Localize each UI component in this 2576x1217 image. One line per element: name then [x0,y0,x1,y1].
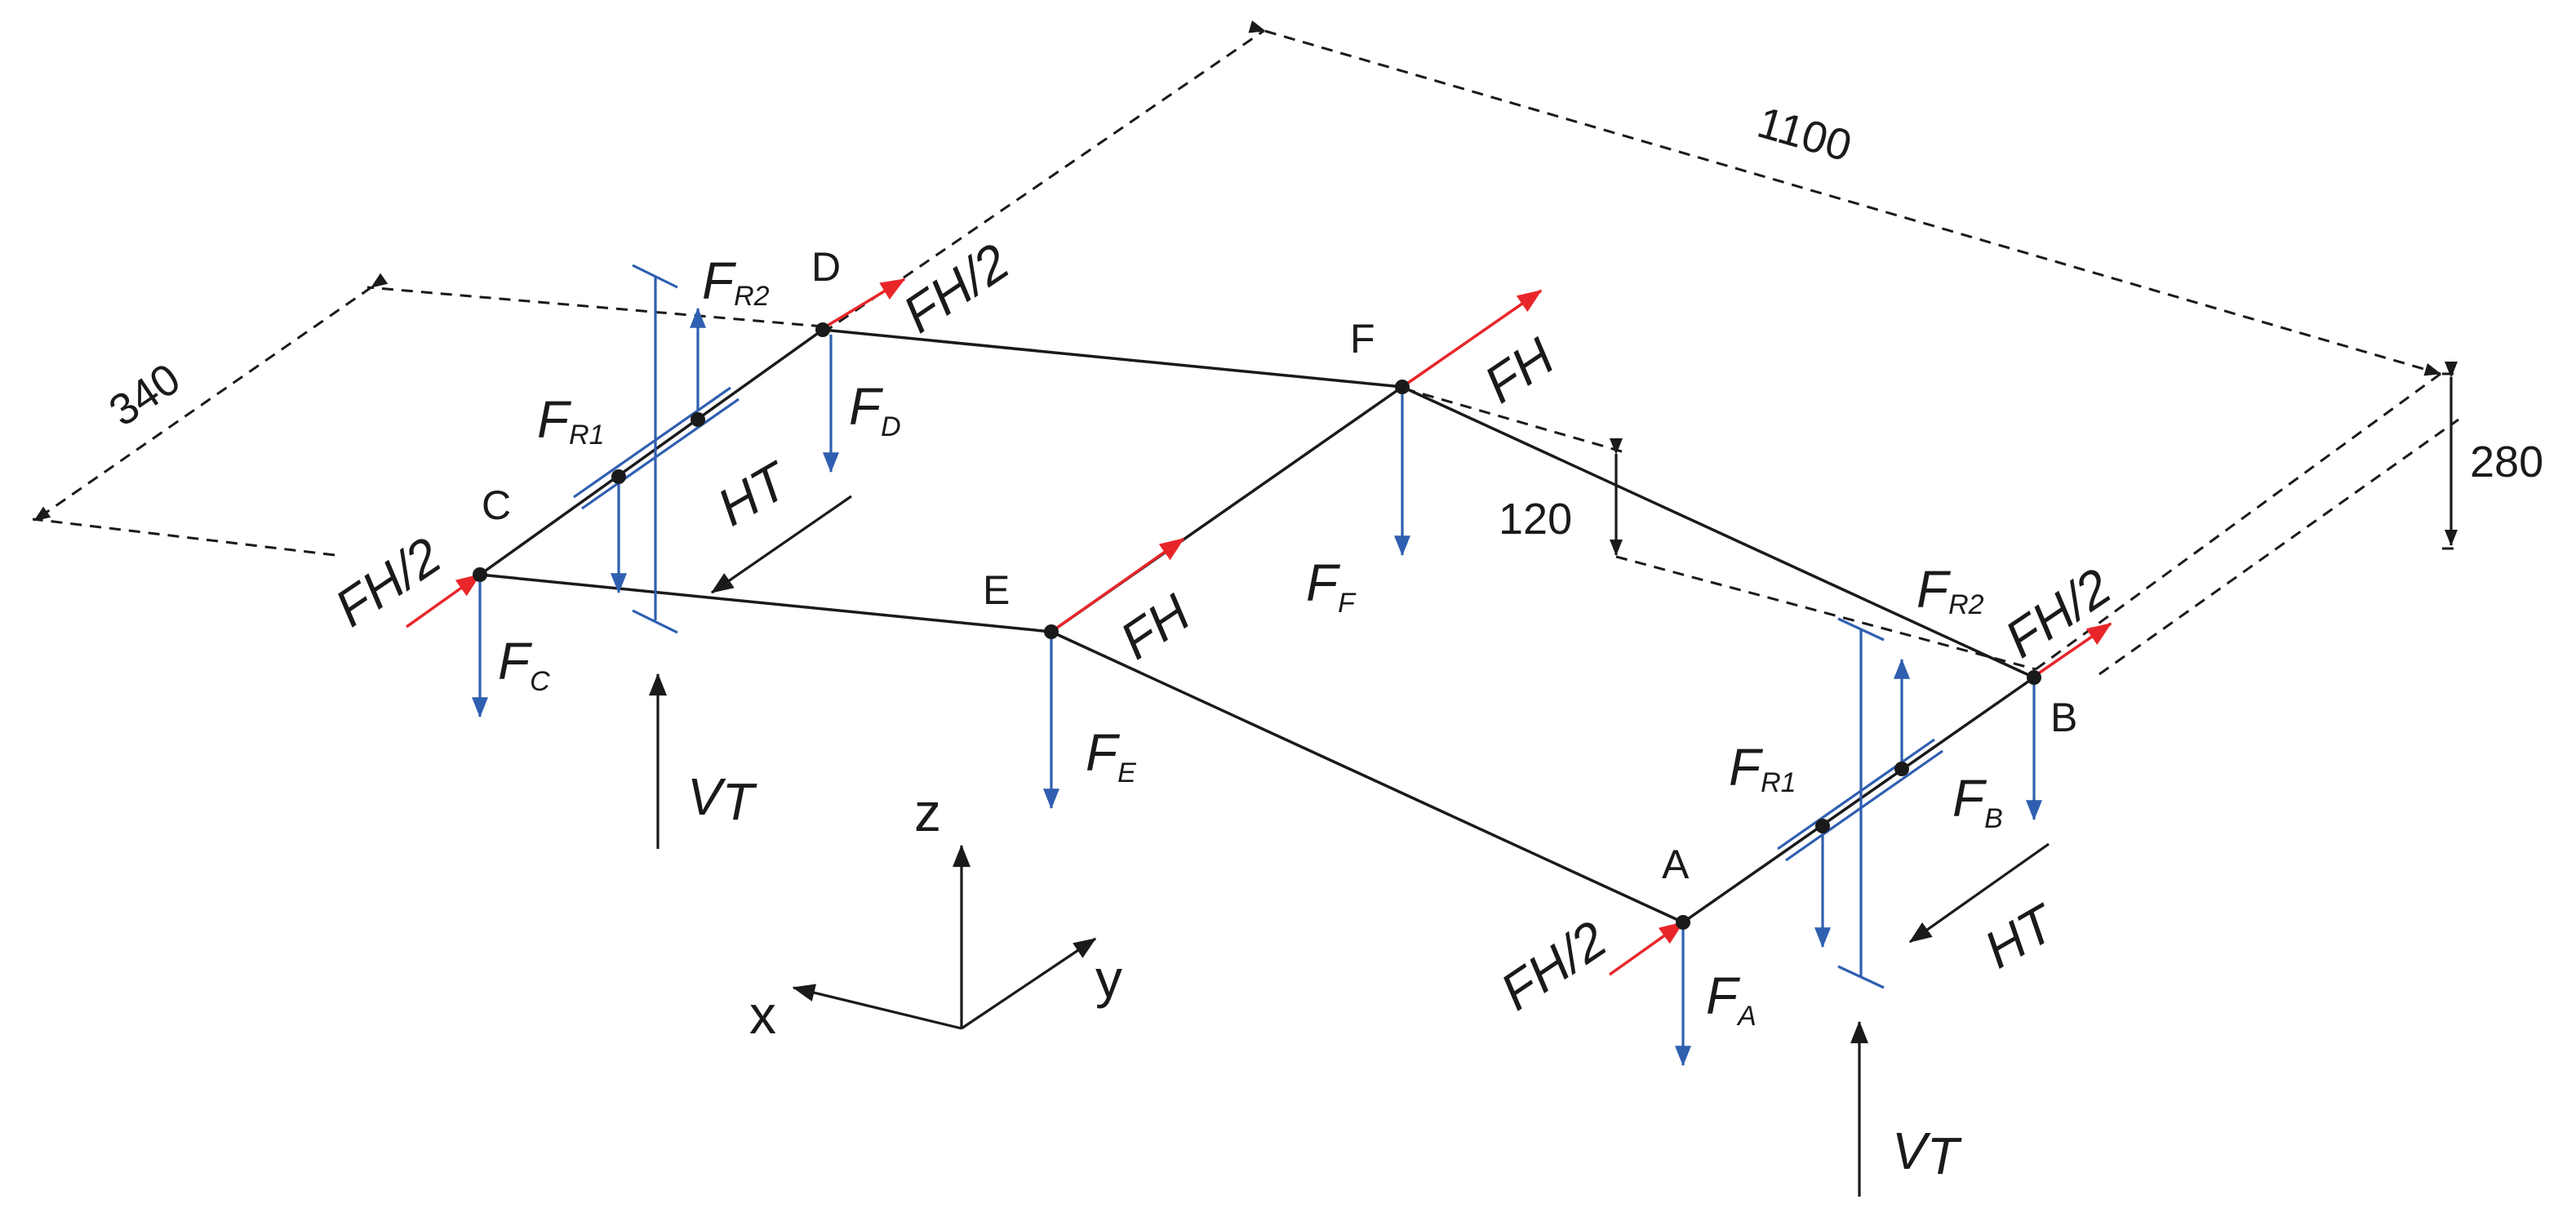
member-AB [1681,676,2036,924]
member-CE [479,573,1052,633]
label-FR2-left: FR2 [702,251,770,312]
node-E [1044,624,1059,639]
bearing-right [1777,617,1943,989]
arrow-FH2-A [1608,921,1685,976]
arrow-FH2-B [2036,622,2112,676]
y-axis-arrow [961,937,1097,1030]
dimension-labels: 1100 340 280 120 [100,98,2543,544]
arrow-FH2-D [825,278,906,328]
dim-ext-B [2099,418,2459,676]
label-FA: FA [1706,966,1757,1032]
label-FF: FF [1306,553,1357,619]
label-FH2-C: FH/2 [325,526,451,637]
label-point-F: F [1350,316,1375,362]
label-HT-left: HT [708,450,800,537]
label-VT-left: VT [687,767,757,831]
label-point-C: C [482,482,511,528]
member-FB [1401,385,2035,679]
member-EA [1050,630,1684,924]
bearing-right-tick-bottom [1837,965,1885,989]
bearing-left-tick-top [632,264,678,289]
dim-1100-line [1248,20,2441,376]
label-FR2-right: FR2 [1916,560,1984,620]
label-FR1-right: FR1 [1729,738,1797,798]
arrow-FH2-C [405,573,482,628]
node-F [1395,380,1410,394]
member-CD [478,328,824,576]
dim-280-label: 280 [2470,437,2543,486]
bearing-left-upper [573,386,731,499]
horizontal-loads [405,278,2112,976]
node-R2-left [691,412,705,427]
dim-ext-280-top [2035,372,2441,671]
label-FH2-D: FH/2 [893,232,1019,344]
dim-1100-label: 1100 [1752,98,1857,171]
bearing-right-lower [1785,749,1943,862]
member-DF [822,328,1403,389]
label-FH-E: FH [1110,583,1201,671]
node-B [2027,670,2041,685]
svg-text:FH/2: FH/2 [1490,909,1617,1021]
label-FC: FC [498,632,550,697]
bearing-right-upper [1777,738,1935,851]
svg-text:FH/2: FH/2 [893,232,1019,344]
node-R2-right [1894,762,1909,776]
force-labels: FH/2 FH/2 FH FH FH/2 FH/2 FC FD FE FF FA… [325,232,2121,1185]
reaction-arrows [649,495,2050,1197]
point-labels: C D E F A B [482,244,2077,887]
bearing-left-lower [581,398,739,510]
bearing-right-tick-top [1837,617,1885,642]
dim-340-line [33,273,389,522]
arrow-HT-left [710,495,852,594]
vertical-loads [472,335,2042,1067]
arrow-HT-right [1908,842,2050,944]
label-point-B: B [2050,695,2077,740]
x-axis-label: x [749,984,776,1045]
dim-120-label: 120 [1499,495,1572,544]
label-point-E: E [983,567,1010,613]
node-D [815,322,830,337]
z-axis-label: z [914,782,941,842]
bearing-left-tick-bottom [632,609,678,634]
arrow-FH-E [1050,537,1185,633]
label-point-D: D [811,244,841,290]
label-HT-right: HT [1974,892,2067,979]
dim-ext-340-bottom [32,517,335,557]
label-FB: FB [1952,769,2003,834]
bearing-left [573,264,739,634]
dim-ext-120-bottom [1615,555,2036,671]
svg-text:FH: FH [1474,326,1566,415]
label-FR1-left: FR1 [537,390,605,451]
x-axis-arrow [792,984,962,1030]
node-R1-right [1815,819,1830,833]
label-VT-right: VT [1892,1122,1962,1185]
label-FH2-A: FH/2 [1490,909,1617,1021]
dim-ext-340-top [366,286,824,328]
node-C [473,567,487,582]
nodes [473,322,2041,930]
label-FD: FD [849,377,901,442]
svg-text:FH: FH [1110,583,1201,671]
coordinate-axes: z y x [749,782,1122,1045]
node-R1-left [611,469,626,484]
label-FH-F: FH [1474,326,1566,415]
arrow-FH-F [1401,289,1543,389]
y-axis-label: y [1095,948,1122,1009]
label-FE: FE [1086,723,1136,788]
node-A [1676,915,1690,930]
label-point-A: A [1662,842,1690,887]
svg-text:FH/2: FH/2 [325,526,451,637]
